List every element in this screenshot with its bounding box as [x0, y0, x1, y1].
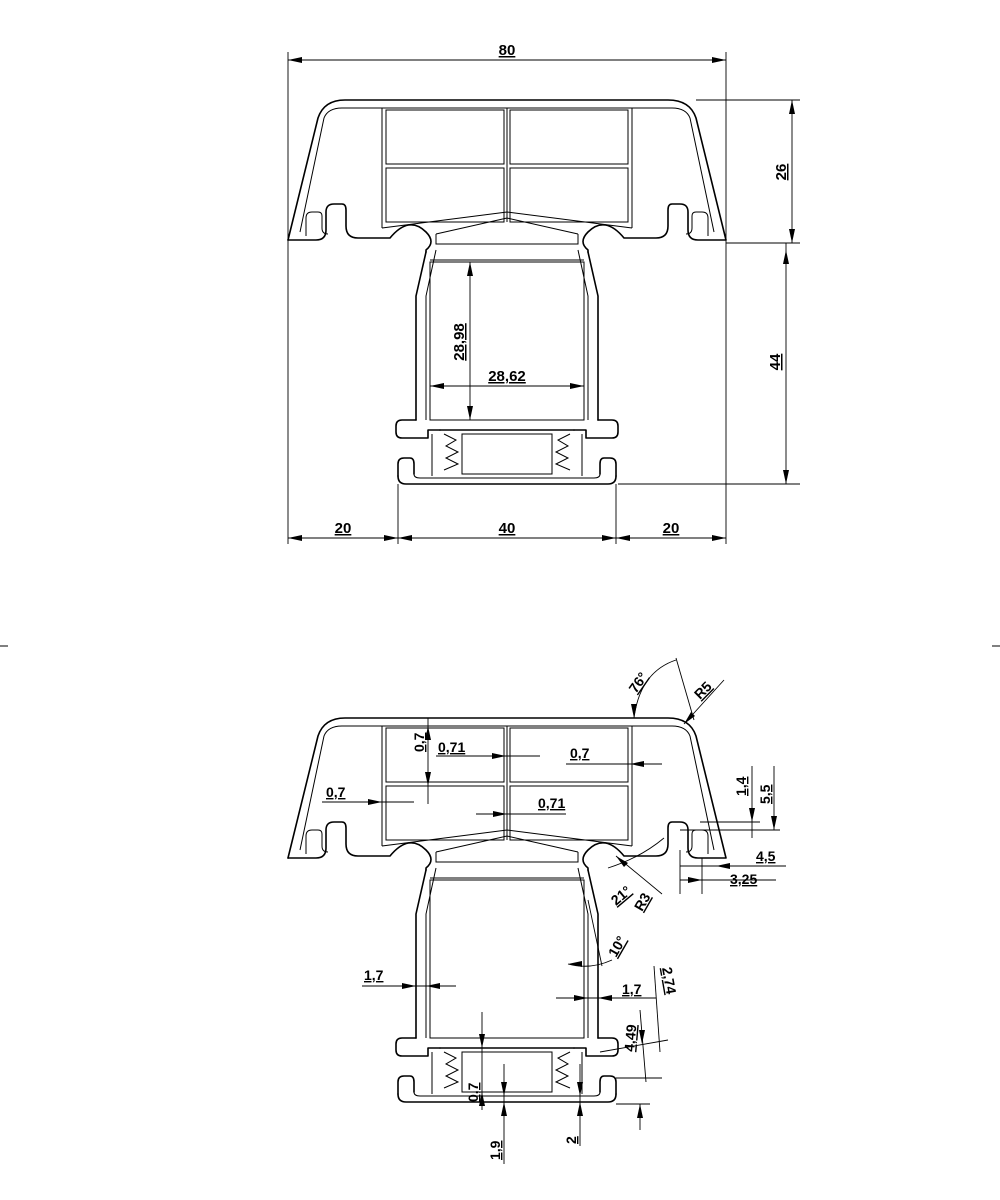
dim-left-offset: 20	[335, 520, 352, 537]
dim-angle-10: 10°	[605, 933, 629, 959]
dim-base-1-9: 1,9	[487, 1140, 503, 1160]
dim-wall-left: 0,7	[326, 784, 346, 800]
dim-bottom-wall: 0,7	[465, 1082, 481, 1102]
dim-angle-76: 76°	[625, 669, 650, 696]
bottom-view: 76° R5 0,7 0,71 0,7 0,7 0,71 1,4 5,5	[287, 657, 786, 1164]
dim-angle-21: 21°	[608, 882, 635, 908]
dim-inner-width: 28,62	[488, 368, 526, 385]
dim-bottom-height: 44	[767, 353, 784, 370]
dim-top-height: 26	[773, 164, 790, 181]
dim-wall-side-left: 1,7	[364, 967, 384, 983]
dim-wall-inner-2: 0,7	[570, 745, 590, 761]
dim-base-2: 2	[563, 1136, 579, 1144]
dim-flange-3-25: 3,25	[730, 871, 757, 887]
dim-lip-4-49: 4,49	[621, 1024, 639, 1053]
dim-lip-2-74: 2,74	[659, 966, 680, 996]
dim-wall-vertical: 0,7	[411, 732, 427, 752]
dim-wall-center: 0,71	[538, 795, 565, 811]
top-view: 80 26 44 28,98 28,62	[287, 42, 800, 544]
dim-wall-side-right: 1,7	[622, 981, 642, 997]
dim-flange-4-5: 4,5	[756, 848, 776, 864]
dim-inner-height: 28,98	[451, 323, 468, 361]
dim-right-offset: 20	[663, 520, 680, 537]
dim-flange-1-4: 1,4	[733, 776, 749, 796]
profile-top	[287, 99, 727, 485]
dim-overall-width: 80	[499, 42, 516, 59]
dim-radius-r3: R3	[631, 890, 654, 914]
dim-center-width: 40	[499, 520, 516, 537]
dim-wall-inner-1: 0,71	[438, 739, 465, 755]
dim-flange-5-5: 5,5	[757, 784, 773, 804]
profile-bottom	[287, 717, 727, 1103]
dim-radius-r5: R5	[691, 678, 715, 702]
